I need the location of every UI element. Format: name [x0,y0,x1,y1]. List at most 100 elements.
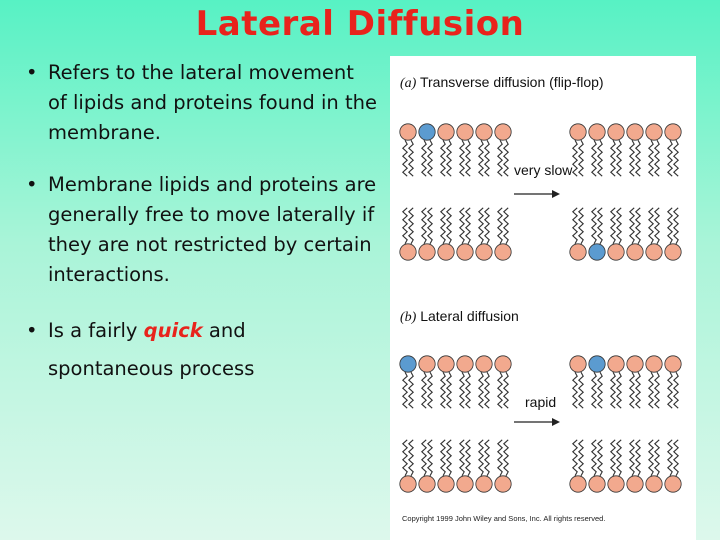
lipid-head [399,243,417,261]
lipid-head [399,123,417,141]
lipid-tail [464,207,472,245]
bullet-dot: • [26,61,38,84]
lipid-tail [464,371,472,409]
copyright-note: Copyright 1999 John Wiley and Sons, Inc.… [402,514,606,523]
lipid-head [475,355,493,373]
lipid-head [569,355,587,373]
lipid-tail [666,439,674,477]
lipid-tail [596,371,604,409]
lipid-tail [439,207,447,245]
lipid-tail [609,371,617,409]
lipid-head [607,243,625,261]
lipid-head [569,475,587,493]
lipid-head [569,123,587,141]
lipid-tail [483,207,491,245]
emphasis-quick: quick [143,319,203,342]
bullet-text: Refers to the lateral movement of lipids… [48,61,377,144]
lipid-tail [401,139,409,177]
lipid-tail [420,139,428,177]
lipid-tail [426,439,434,477]
lipid-tail [590,439,598,477]
lipid-tail [571,371,579,409]
lipid-head [456,243,474,261]
lipid-tail [615,371,623,409]
panel-a-caption: (a) Transverse diffusion (flip-flop) [400,74,604,92]
lipid-tail [445,439,453,477]
lipid-tail [502,439,510,477]
lipid-tail [590,371,598,409]
lipid-tail [647,139,655,177]
lipid-tail [577,439,585,477]
lipid-tail [496,371,504,409]
lipid-tail [477,371,485,409]
bullet-text: Membrane lipids and proteins are general… [48,173,377,286]
lipid-tail [477,207,485,245]
lipid-tail [628,439,636,477]
lipid-tail [571,139,579,177]
lipid-tail [571,439,579,477]
lipid-tail [577,371,585,409]
lipid-head [437,243,455,261]
lipid-tail [483,371,491,409]
lipid-head [664,355,682,373]
lipid-tail [609,439,617,477]
lipid-tail [407,371,415,409]
panel-b-title: Lateral diffusion [420,308,519,324]
lipid-tail [496,439,504,477]
marked-lipid-head [418,123,436,141]
lipid-head [399,475,417,493]
lipid-tail [477,139,485,177]
lipid-tail [458,439,466,477]
lipid-head [494,123,512,141]
lipid-head [569,243,587,261]
panel-a-letter: (a) [400,76,417,91]
lipid-head [418,475,436,493]
lipid-head [645,475,663,493]
bullet-text-post: and spontaneous process [48,319,255,380]
lipid-head [626,243,644,261]
lipid-tail [407,139,415,177]
marked-lipid-head [399,355,417,373]
lipid-tail [666,139,674,177]
marked-lipid-head [588,243,606,261]
lipid-tail [407,207,415,245]
lipid-tail [666,371,674,409]
lipid-tail [609,207,617,245]
lipid-tail [672,371,680,409]
lipid-head [418,243,436,261]
lipid-head [607,475,625,493]
lipid-tail [653,439,661,477]
lipid-tail [590,139,598,177]
lipid-tail [653,371,661,409]
lipid-tail [634,371,642,409]
lipid-tail [628,139,636,177]
lipid-head [626,475,644,493]
lipid-tail [634,439,642,477]
lipid-tail [426,139,434,177]
lipid-tail [666,207,674,245]
lipid-tail [577,139,585,177]
lipid-head [456,475,474,493]
lipid-head [494,355,512,373]
lipid-head [607,123,625,141]
lipid-tail [407,439,415,477]
lipid-tail [401,207,409,245]
lipid-tail [502,371,510,409]
lipid-head [456,355,474,373]
lipid-tail [672,207,680,245]
lipid-tail [609,139,617,177]
lipid-head [588,123,606,141]
lipid-head [494,243,512,261]
lipid-head [418,355,436,373]
lipid-tail [458,371,466,409]
lipid-tail [502,139,510,177]
bullet-item: • Membrane lipids and proteins are gener… [22,170,377,290]
lipid-head [437,123,455,141]
panel-b-caption: (b) Lateral diffusion [400,308,519,326]
lipid-head [456,123,474,141]
lipid-head [437,355,455,373]
lipid-head [645,123,663,141]
lipid-tail [439,439,447,477]
lipid-tail [477,439,485,477]
lipid-tail [577,207,585,245]
